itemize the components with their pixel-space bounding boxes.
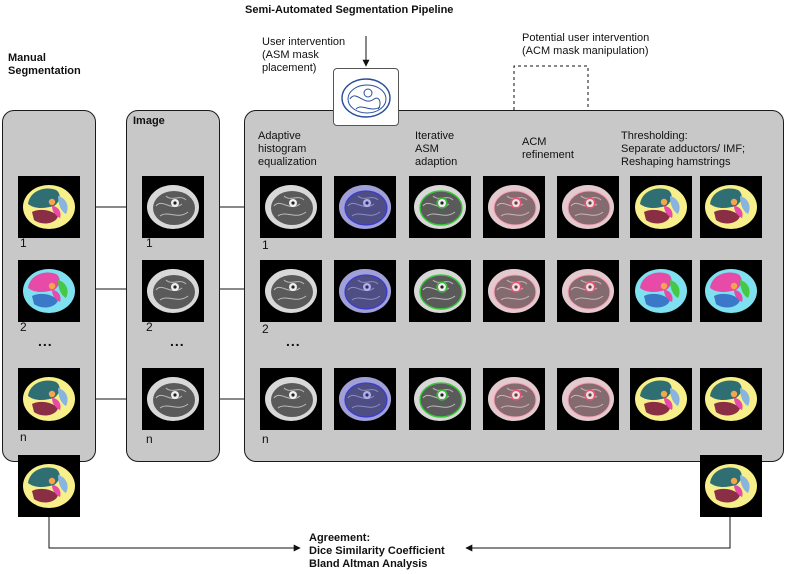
pipeline-threshold-2-thumb-n [700,368,762,430]
pipeline-acm-1-thumb-1 [483,176,545,238]
pipeline-acm-1-thumb-2 [483,260,545,322]
manual-segmentation-thumb-2 [18,260,80,322]
mri-image-thumb-n [142,368,204,430]
pipeline-histogram-thumb-1 [260,176,322,238]
pipeline-asm-blue-thumb-2 [334,260,396,322]
asm-mask-drawing [341,78,391,118]
image-label: Image [133,115,165,127]
manual-reference-thumb [18,455,80,517]
step-asm-label: Iterative ASM adaption [415,130,458,168]
pipeline-threshold-2-thumb-2 [700,260,762,322]
pipeline-threshold-2-thumb-1 [700,176,762,238]
pipeline-title: Semi-Automated Segmentation Pipeline [245,4,454,16]
manual-row-n-number: n [20,430,27,444]
potential-intervention-label: Potential user intervention (ACM mask ma… [522,32,650,57]
pipeline-asm-blue-thumb-n [334,368,396,430]
manual-segmentation-label: Manual Segmentation [8,52,81,77]
pipeline-row-n-number: n [262,432,269,446]
step-histogram-label: Adaptive histogram equalization [258,130,317,168]
pipeline-row-1-number: 1 [262,238,269,252]
manual-row-2-number: 2 [20,320,27,334]
image-row-1-number: 1 [146,236,153,250]
manual-row-1-number: 1 [20,236,27,250]
pipeline-threshold-1-thumb-n [630,368,692,430]
pipeline-ellipsis: ... [286,333,301,349]
pipeline-histogram-thumb-2 [260,260,322,322]
mri-image-thumb-2 [142,260,204,322]
agreement-label: Agreement: Dice Similarity Coefficient B… [309,532,445,570]
pipeline-asm-green-thumb-n [409,368,471,430]
pipeline-acm-1-thumb-n [483,368,545,430]
manual-segmentation-thumb-1 [18,176,80,238]
pipeline-threshold-1-thumb-2 [630,260,692,322]
pipeline-asm-blue-thumb-1 [334,176,396,238]
manual-segmentation-thumb-n [18,368,80,430]
image-ellipsis: ... [170,333,185,349]
pipeline-result-thumb [700,455,762,517]
pipeline-histogram-thumb-n [260,368,322,430]
pipeline-threshold-1-thumb-1 [630,176,692,238]
mri-image-thumb-1 [142,176,204,238]
pipeline-row-2-number: 2 [262,322,269,336]
step-threshold-label: Thresholding: Separate adductors/ IMF; R… [621,130,746,168]
pipeline-acm-2-thumb-2 [557,260,619,322]
image-row-2-number: 2 [146,320,153,334]
pipeline-acm-2-thumb-n [557,368,619,430]
step-acm-label: ACM refinement [522,136,574,161]
manual-ellipsis: ... [38,333,53,349]
pipeline-asm-green-thumb-2 [409,260,471,322]
image-row-n-number: n [146,432,153,446]
user-intervention-label: User intervention (ASM mask placement) [262,36,346,74]
asm-mask-atlas [333,68,399,126]
pipeline-acm-2-thumb-1 [557,176,619,238]
pipeline-asm-green-thumb-1 [409,176,471,238]
